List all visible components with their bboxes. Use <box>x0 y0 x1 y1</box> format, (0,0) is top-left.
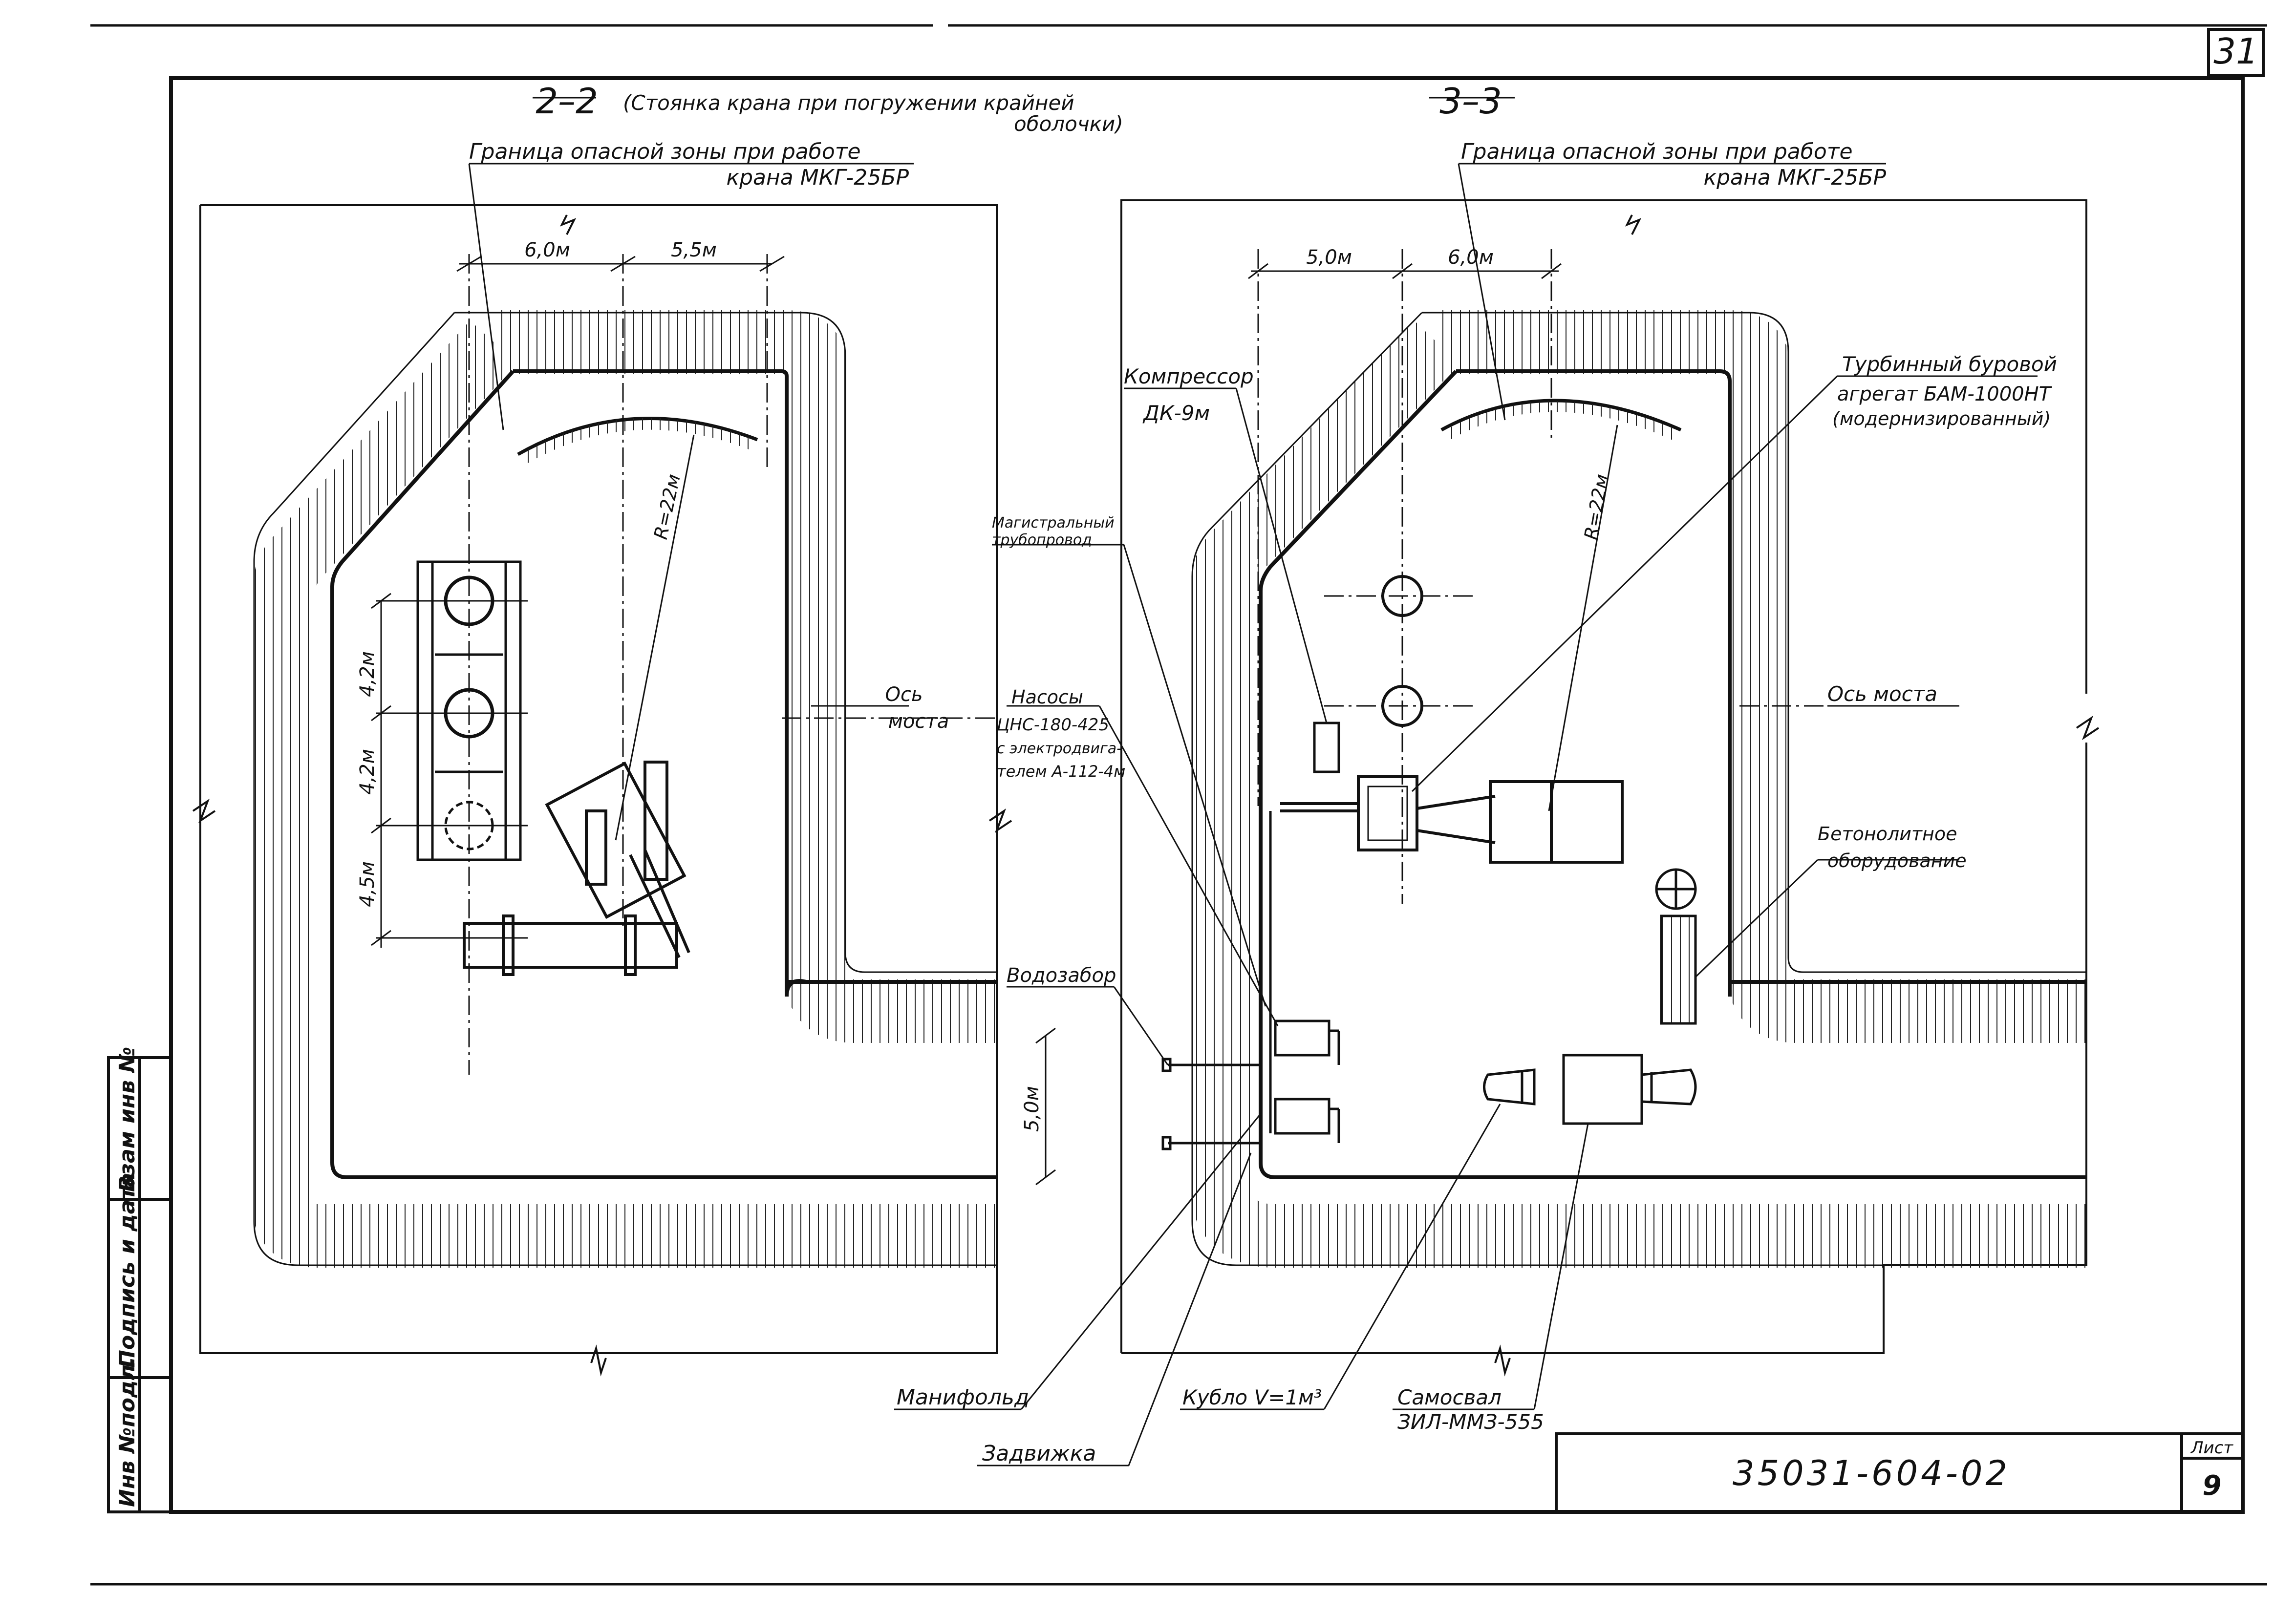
compressor-label-2: ДК-9м <box>1142 401 1210 425</box>
drill-label-2: агрегат БАМ-1000НТ <box>1837 383 2053 405</box>
right-axis-label: Ось моста <box>1827 682 1937 706</box>
drill-label-3: (модернизированный) <box>1832 408 2051 429</box>
right-bucket-truck <box>1483 1054 1697 1125</box>
right-manifold <box>1161 801 1272 1150</box>
right-dim-top-b: 6,0м <box>1448 246 1494 269</box>
truck-label-1: Самосвал <box>1397 1385 1502 1409</box>
stamp-inv-podl: Инв №подл. <box>115 1357 140 1507</box>
left-view-title: 2–2 <box>536 81 598 122</box>
manifold-label: Манифольд <box>897 1385 1029 1410</box>
right-view <box>894 97 2100 1466</box>
left-leaders <box>468 97 914 707</box>
left-zone-label-1: Граница опасной зоны при работе <box>469 139 861 164</box>
compressor-box <box>1313 722 1340 773</box>
left-axis-label-1: Ось <box>885 683 923 706</box>
compressor-label-1: Компрессор <box>1124 364 1254 388</box>
valve-label: Задвижка <box>982 1441 1096 1466</box>
pumps-label-4: телем А-112-4м <box>997 762 1125 781</box>
document-code: 35031-604-02 <box>1733 1453 2010 1493</box>
left-crane-radius <box>517 417 758 841</box>
right-concrete-equipment <box>1655 868 1697 1025</box>
left-dim-top-b: 5,5м <box>671 239 717 261</box>
concrete-label-2: оборудование <box>1827 850 1967 871</box>
corner-sheet-number: 31 <box>2213 31 2258 72</box>
truck-label-2: ЗИЛ-ММЗ-555 <box>1397 1410 1544 1434</box>
left-dim-top-a: 6,0м <box>524 239 570 261</box>
right-leaders <box>894 97 2038 1466</box>
left-dim-v3: 4,5м <box>356 861 379 907</box>
left-axis-label-2: моста <box>888 710 949 733</box>
left-zone-label-2: крана МКГ-25БР <box>727 165 909 190</box>
left-center-lines <box>468 254 997 1075</box>
margin-stamp <box>107 1056 172 1513</box>
right-shells <box>1381 575 1423 727</box>
stamp-vzam-inv: Взам инв № <box>115 1047 140 1192</box>
right-excavation-pit <box>1190 310 2086 1268</box>
sheet-number: 9 <box>2203 1470 2222 1502</box>
pipeline-label-1: Магистральный <box>992 514 1115 531</box>
right-zone-label-2: крана МКГ-25БР <box>1704 165 1887 190</box>
left-dim-bottom: 5,0м <box>1021 1086 1043 1132</box>
right-drill-rig <box>1280 775 1624 864</box>
left-excavation-pit <box>252 310 997 1268</box>
left-hazard-boundary <box>192 204 1012 1377</box>
right-dimensions <box>1248 263 1562 279</box>
left-view-subtitle-2: оболочки) <box>1014 112 1123 136</box>
pumps-label-1: Насосы <box>1011 686 1083 708</box>
pipeline-label-2: трубопровод <box>992 531 1092 549</box>
bucket-label: Кубло V=1м³ <box>1182 1385 1322 1409</box>
right-dim-top-a: 5,0м <box>1306 246 1352 269</box>
right-pumps <box>1274 1020 1340 1143</box>
intake-label: Водозабор <box>1007 964 1116 987</box>
concrete-label-1: Бетонолитное <box>1818 823 1957 845</box>
stamp-signature-date: Подпись и дата <box>115 1172 140 1368</box>
sheet-label: Лист <box>2190 1438 2233 1458</box>
title-block <box>1555 1432 2244 1513</box>
pumps-label-3: с электродвига- <box>997 740 1122 757</box>
right-view-title: 3–3 <box>1439 81 1502 122</box>
left-dim-v2: 4,2м <box>356 749 379 795</box>
pumps-label-2: ЦНС-180-425 <box>997 715 1109 735</box>
left-dim-v1: 4,2м <box>356 651 379 697</box>
right-radius-label: R=22м <box>1580 472 1613 541</box>
left-shell-group <box>416 560 522 861</box>
sheet-frame <box>90 24 2267 1586</box>
left-crane <box>463 761 690 976</box>
right-crane-radius <box>1440 399 1682 811</box>
left-dimensions <box>371 255 1056 1186</box>
left-view <box>192 97 1056 1377</box>
right-zone-label-1: Граница опасной зоны при работе <box>1461 139 1853 164</box>
drill-label-1: Турбинный буровой <box>1842 352 2057 376</box>
left-view-subtitle-1: (Стоянка крана при погружении крайней <box>623 91 1074 115</box>
